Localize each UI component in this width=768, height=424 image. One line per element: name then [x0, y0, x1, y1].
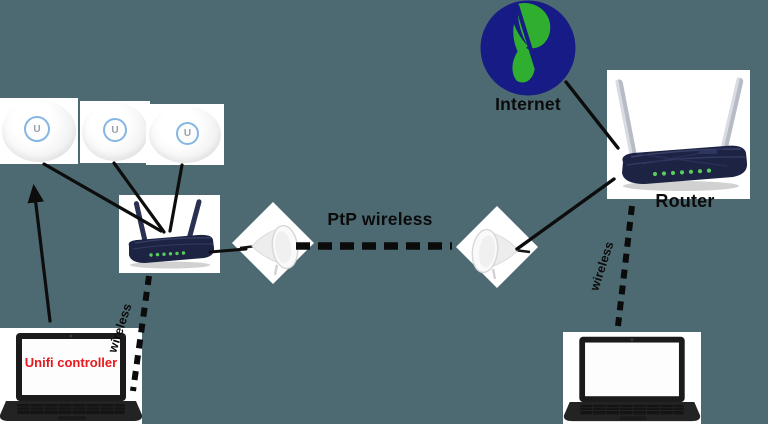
- unifi-controller-laptop-card: Unifi controller: [0, 328, 142, 424]
- ap2-logo-ring: U: [103, 118, 127, 142]
- access-point-3: U: [146, 104, 224, 165]
- internet-label: Internet: [495, 94, 561, 114]
- ap3-logo: U: [183, 128, 192, 139]
- link-controller-ap-arrow: [27, 183, 52, 323]
- unifi-controller-laptop-icon: [0, 333, 142, 421]
- ap2-logo: U: [111, 124, 119, 136]
- ap1-logo-ring: U: [24, 116, 50, 142]
- internet-globe-icon: [480, 0, 576, 96]
- main-router-icon: [615, 77, 748, 191]
- access-point-2: U: [80, 101, 150, 163]
- wireless-label-right: wireless: [587, 239, 617, 293]
- secondary-router-icon: [128, 199, 215, 269]
- secondary-router-card: [119, 195, 220, 273]
- client-laptop-card: [563, 332, 701, 424]
- ptp-wireless-label: PtP wireless: [327, 209, 433, 229]
- ptp-dish-right-icon: [471, 228, 531, 280]
- main-router-card: [607, 70, 750, 199]
- ptp-dish-left-icon: [239, 224, 299, 276]
- link-router-client-dashed: [615, 205, 635, 327]
- ap3-logo-ring: U: [176, 122, 199, 145]
- ap1-logo: U: [33, 123, 41, 135]
- router-label: Router: [655, 191, 715, 211]
- client-laptop-icon: [563, 336, 701, 422]
- access-point-1: U: [0, 98, 78, 164]
- unifi-controller-label: Unifi controller: [24, 355, 118, 370]
